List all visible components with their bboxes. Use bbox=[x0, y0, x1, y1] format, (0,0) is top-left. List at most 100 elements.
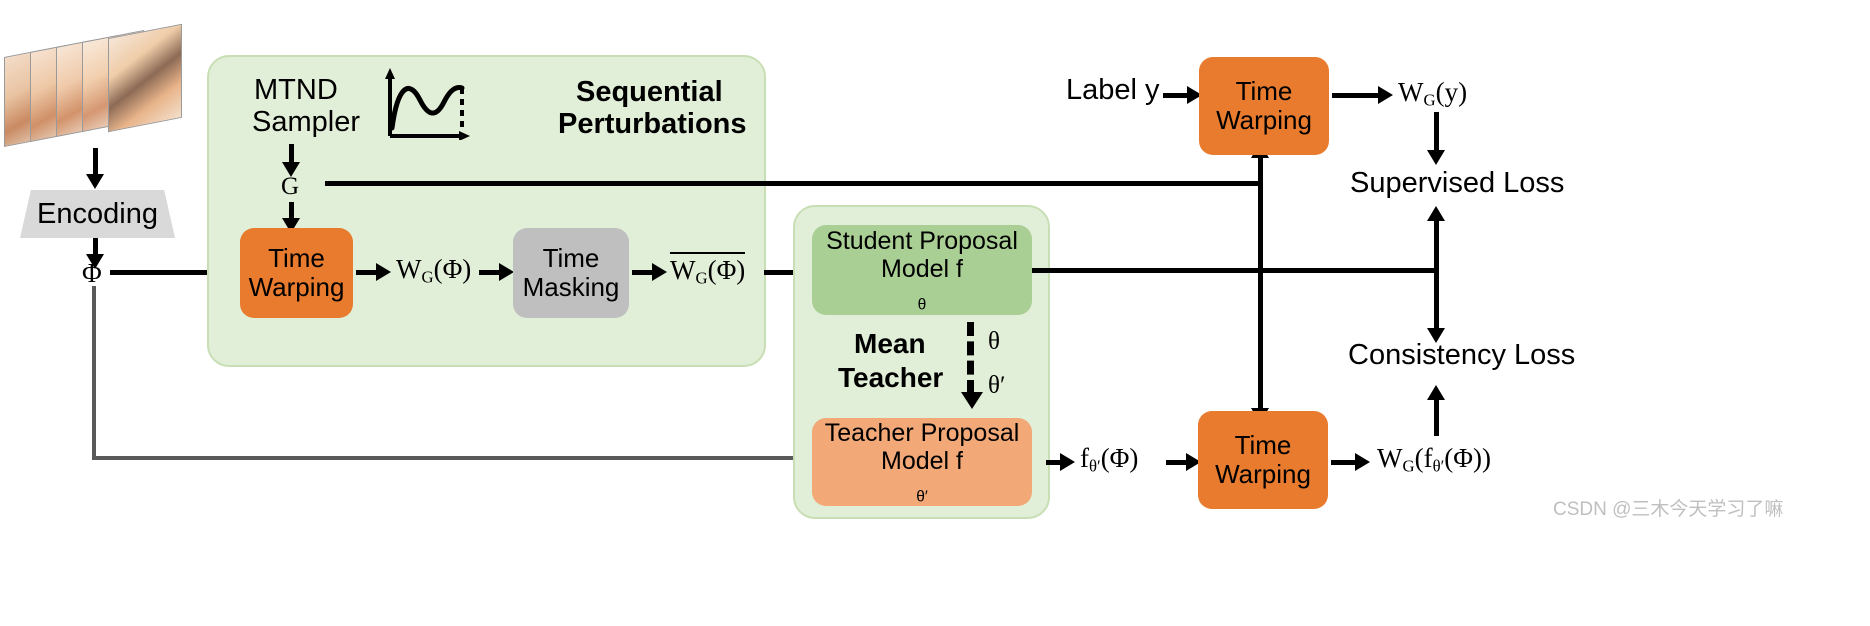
connector-g-riser-supervised bbox=[1258, 156, 1263, 184]
mean-teacher-title-line1: Mean bbox=[854, 328, 926, 359]
connector-sampler-to-g bbox=[289, 144, 294, 164]
arrowhead-supwarping-to-warped-label bbox=[1378, 86, 1393, 104]
time-masking-label-line2: Masking bbox=[522, 272, 620, 302]
student-model-f: Model f bbox=[881, 254, 963, 283]
connector-phi-to-timewarping bbox=[110, 270, 223, 275]
teacher-output-base: f bbox=[1080, 443, 1089, 473]
mtnd-sampler-label-line1: MTND bbox=[254, 74, 338, 106]
sup-warping-label-line1: Time bbox=[1235, 75, 1293, 106]
connector-masking-to-masked-feature bbox=[632, 270, 654, 275]
teacher-model-label-line2: Model f θ′ bbox=[825, 447, 1020, 506]
cons-warping-label-line1: Time bbox=[1234, 429, 1292, 460]
connector-student-output bbox=[1032, 268, 1436, 273]
student-proposal-model-block: Student Proposal Model f θ bbox=[812, 225, 1032, 315]
mean-teacher-title-line2: Teacher bbox=[838, 362, 944, 393]
arrowhead-conswarping-to-warped-pred bbox=[1355, 453, 1370, 471]
warped-feature-base: W bbox=[396, 254, 422, 284]
arrowhead-student-to-sup-loss bbox=[1427, 206, 1445, 221]
warped-label-sub: G bbox=[1423, 90, 1436, 110]
connector-g-to-supervised-warping bbox=[325, 181, 1263, 186]
consistency-loss-label: Consistency Loss bbox=[1348, 339, 1576, 371]
connector-warped-feature-to-masking bbox=[479, 270, 501, 275]
label-y-input: Label y bbox=[1066, 74, 1160, 106]
cons-warping-label-line2: Warping bbox=[1215, 459, 1311, 489]
time-masking-block: Time Masking bbox=[513, 228, 629, 318]
time-warping-block-perturbation: Time Warping bbox=[240, 228, 353, 318]
student-model-label-line2: Model f θ bbox=[826, 255, 1018, 314]
arrowhead-teacher-to-output bbox=[1060, 453, 1075, 471]
teacher-proposal-model-block: Teacher Proposal Model f θ′ bbox=[812, 418, 1032, 506]
warped-pred-base: W bbox=[1377, 443, 1403, 473]
connector-supwarping-to-warped-label bbox=[1332, 93, 1380, 98]
sup-warping-label-line2: Warping bbox=[1216, 105, 1312, 135]
time-masking-label-line1: Time bbox=[542, 242, 600, 273]
masked-feature-sub: G bbox=[695, 268, 708, 288]
encoding-block: Encoding bbox=[20, 190, 175, 238]
warped-pred-sub: G bbox=[1402, 456, 1415, 476]
connector-warped-pred-to-cons-loss bbox=[1434, 398, 1439, 436]
connector-teacher-to-output bbox=[1046, 460, 1064, 465]
teacher-model-f: Model f bbox=[881, 446, 963, 475]
student-model-theta: θ bbox=[917, 295, 927, 313]
arrowhead-warped-feature-to-masking bbox=[499, 263, 514, 281]
warped-prediction-label: WG(fθ′(Φ)) bbox=[1377, 443, 1491, 477]
ema-theta-label: θ bbox=[988, 328, 1000, 355]
arrowhead-tw-to-warped-feature bbox=[376, 263, 391, 281]
connector-phi-skip-vertical bbox=[92, 286, 96, 460]
warped-pred-arg2: (Φ)) bbox=[1444, 443, 1491, 473]
warp-field-symbol-g: G bbox=[281, 173, 300, 200]
time-warping-block-supervised: Time Warping bbox=[1199, 57, 1329, 155]
masked-feature-label: WG(Φ) bbox=[670, 252, 746, 289]
arrowhead-label-to-warping bbox=[1187, 86, 1202, 104]
connector-g-to-consistency-warping bbox=[1258, 181, 1263, 410]
connector-warped-label-to-sup-loss bbox=[1434, 112, 1439, 152]
arrowhead-sampler-to-g bbox=[282, 162, 300, 177]
warped-feature-sub: G bbox=[421, 267, 434, 287]
connector-g-to-timewarping bbox=[289, 202, 294, 220]
warped-pred-arg: (f bbox=[1414, 443, 1433, 473]
connector-frames-to-encoding bbox=[93, 148, 98, 176]
supervised-loss-label: Supervised Loss bbox=[1350, 167, 1565, 199]
arrowhead-frames-to-encoding bbox=[86, 174, 104, 189]
masked-feature-arg: (Φ) bbox=[707, 255, 746, 285]
warped-feature-label: WG(Φ) bbox=[396, 254, 471, 288]
warped-label-wgy: WG(y) bbox=[1398, 77, 1467, 111]
arrowhead-ema bbox=[961, 392, 983, 409]
ema-dashed-connector bbox=[967, 322, 974, 394]
connector-masked-feature-to-student bbox=[764, 270, 810, 275]
mtnd-sampler-label-line2: Sampler bbox=[252, 106, 360, 138]
connector-student-to-cons-loss bbox=[1434, 268, 1439, 330]
arrowhead-student-to-cons-loss bbox=[1427, 328, 1445, 343]
connector-phi-skip-horizontal bbox=[92, 456, 810, 460]
csdn-watermark: CSDN @三木今天学习了嘛 bbox=[1553, 499, 1784, 520]
teacher-model-label-line1: Teacher Proposal bbox=[824, 418, 1020, 447]
arrowhead-encoding-to-phi bbox=[86, 254, 104, 269]
encoding-label: Encoding bbox=[37, 197, 158, 230]
warped-label-base: W bbox=[1398, 77, 1424, 107]
teacher-output-arg: (Φ) bbox=[1100, 443, 1139, 473]
warped-pred-sub2: θ′ bbox=[1432, 456, 1445, 476]
teacher-model-theta-prime: θ′ bbox=[916, 487, 928, 505]
warped-feature-arg: (Φ) bbox=[433, 254, 472, 284]
connector-conswarping-to-warped-pred bbox=[1331, 460, 1357, 465]
time-warping-label-line1: Time bbox=[268, 242, 325, 273]
perturbations-title-line1: Sequential bbox=[576, 76, 723, 108]
arrowhead-teacher-output-to-warping bbox=[1186, 453, 1201, 471]
warped-label-arg: (y) bbox=[1435, 77, 1468, 107]
connector-teacher-output-to-warping bbox=[1166, 460, 1188, 465]
connector-label-to-warping bbox=[1163, 93, 1189, 98]
teacher-output-sub: θ′ bbox=[1089, 456, 1101, 476]
connector-tw-to-warped-feature bbox=[356, 270, 378, 275]
student-model-label-line1: Student Proposal bbox=[826, 226, 1018, 255]
arrowhead-warped-pred-to-cons-loss bbox=[1427, 385, 1445, 400]
video-frames-icon bbox=[5, 25, 185, 155]
perturbations-title-line2: Perturbations bbox=[558, 108, 747, 140]
masked-feature-base: W bbox=[670, 255, 696, 285]
connector-student-to-sup-loss bbox=[1434, 219, 1439, 271]
feature-symbol-phi: Φ bbox=[82, 258, 102, 288]
arrowhead-masking-to-masked-feature bbox=[652, 263, 667, 281]
time-warping-block-consistency: Time Warping bbox=[1198, 411, 1328, 509]
time-warping-label-line2: Warping bbox=[248, 272, 345, 302]
teacher-output-label: fθ′(Φ) bbox=[1080, 443, 1138, 477]
arrowhead-warped-label-to-sup-loss bbox=[1427, 150, 1445, 165]
